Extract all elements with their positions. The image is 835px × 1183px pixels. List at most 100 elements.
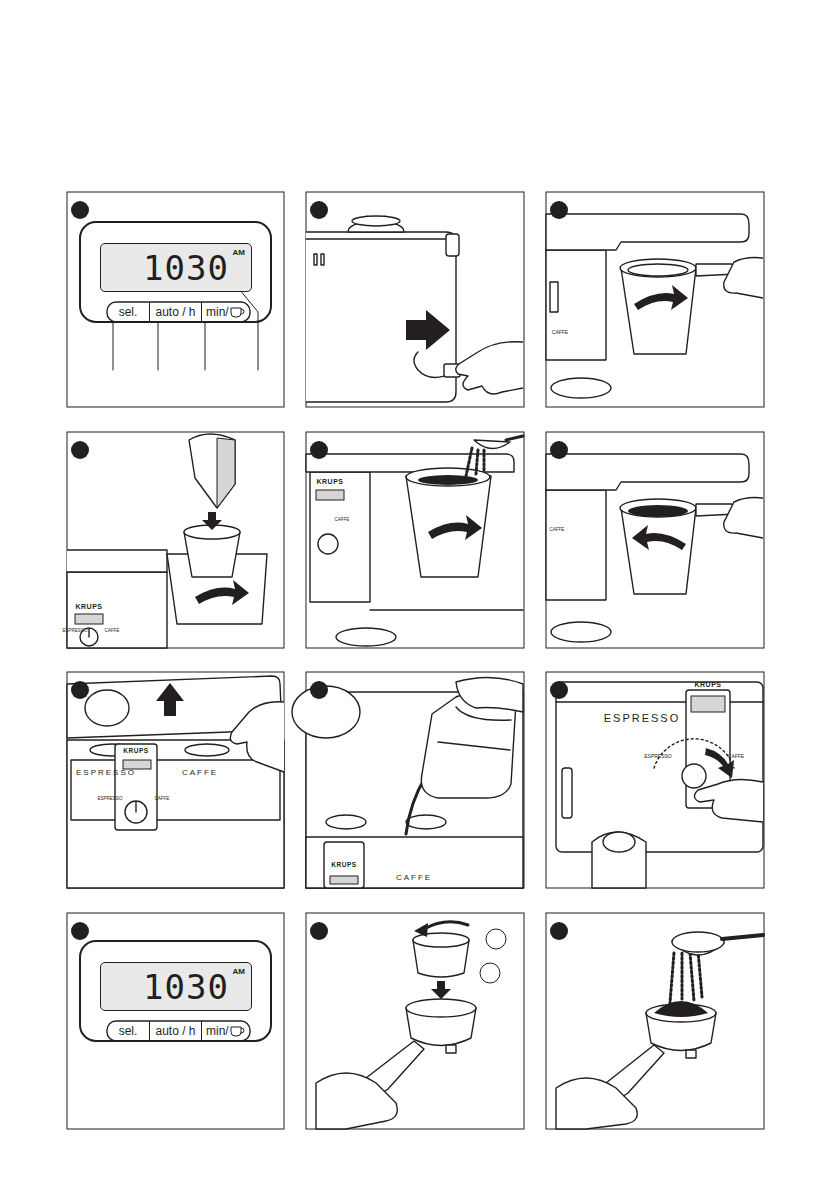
machine-front bbox=[67, 572, 167, 648]
spout bbox=[686, 1050, 696, 1058]
button: sel. bbox=[107, 1021, 150, 1041]
machine-front bbox=[556, 682, 763, 852]
step-circle bbox=[480, 963, 500, 983]
tank-opening bbox=[326, 815, 366, 829]
arrow bbox=[428, 515, 482, 540]
panel-frame bbox=[67, 672, 284, 888]
clock-time: 1030 bbox=[143, 967, 229, 1007]
panel-frame bbox=[546, 672, 764, 888]
printed-label: CAFFE bbox=[552, 330, 568, 335]
step-marker bbox=[71, 201, 89, 219]
insert-rim bbox=[413, 933, 469, 947]
hand bbox=[724, 498, 763, 539]
panel-frame bbox=[306, 192, 524, 407]
button-label: auto / h bbox=[155, 305, 195, 319]
dial-pointer bbox=[88, 629, 89, 637]
display-housing bbox=[80, 222, 271, 322]
spout bbox=[446, 1045, 456, 1053]
arrow bbox=[431, 981, 451, 999]
printed-label: KRUPS bbox=[331, 862, 356, 869]
filter-basket bbox=[406, 476, 491, 577]
panel-3 bbox=[546, 214, 763, 398]
step-marker bbox=[550, 441, 568, 459]
panel-4 bbox=[67, 434, 267, 648]
dial-pointer bbox=[135, 802, 136, 812]
panel-11 bbox=[316, 922, 506, 1129]
button: auto / h bbox=[150, 302, 202, 322]
basket-rim bbox=[620, 499, 696, 517]
hand bbox=[724, 258, 763, 299]
front-panel bbox=[306, 837, 523, 888]
button: auto / h bbox=[150, 1021, 202, 1041]
panel-10 bbox=[80, 941, 271, 1041]
basket-rim bbox=[620, 259, 696, 277]
spout bbox=[603, 832, 635, 852]
selector-dial bbox=[125, 801, 147, 823]
arrow bbox=[632, 525, 686, 550]
cup-icon bbox=[231, 1027, 244, 1036]
arrowhead bbox=[414, 923, 428, 937]
printed-label: ESPRESSO bbox=[76, 769, 136, 777]
button: sel. bbox=[107, 302, 150, 322]
ground-coffee bbox=[628, 505, 688, 517]
button: min/ bbox=[202, 1021, 250, 1041]
button-strip bbox=[107, 302, 250, 322]
machine-head bbox=[546, 454, 749, 490]
selector-dial bbox=[682, 764, 706, 788]
am-indicator: AM bbox=[233, 967, 245, 976]
portafilter-rim bbox=[406, 999, 476, 1017]
button-label: min/ bbox=[206, 1024, 229, 1038]
printed-label: CAFFE bbox=[335, 518, 350, 523]
step-marker bbox=[310, 922, 328, 940]
hand bbox=[456, 677, 523, 712]
filter-basket bbox=[621, 508, 696, 594]
water-level bbox=[438, 742, 510, 750]
lcd-screen: 1030AM bbox=[100, 243, 252, 292]
basket-inner bbox=[628, 264, 688, 276]
control-edge bbox=[550, 282, 558, 312]
machine-body bbox=[546, 490, 606, 600]
button: min/ bbox=[202, 302, 250, 322]
step-marker bbox=[310, 681, 328, 699]
paper-filter bbox=[189, 434, 235, 508]
slot bbox=[321, 254, 324, 265]
panel-7 bbox=[67, 676, 284, 888]
lid-knob-top bbox=[352, 216, 400, 226]
leader-line bbox=[205, 322, 206, 370]
falling-coffee bbox=[690, 953, 694, 1001]
ground-coffee bbox=[418, 475, 478, 485]
falling-coffee bbox=[698, 951, 702, 997]
step-marker bbox=[310, 201, 328, 219]
tank-opening bbox=[406, 815, 446, 829]
machine-body bbox=[67, 740, 284, 888]
carafe-lid bbox=[551, 622, 611, 642]
filter-basket bbox=[621, 268, 696, 354]
printed-label: CAFFE bbox=[105, 629, 120, 634]
button-label: min/ bbox=[206, 305, 229, 319]
water-tank-opening bbox=[185, 744, 229, 756]
hand bbox=[230, 702, 284, 772]
display bbox=[330, 876, 358, 884]
step-marker bbox=[310, 441, 328, 459]
button-label: sel. bbox=[119, 305, 138, 319]
printed-label: KRUPS bbox=[694, 681, 721, 688]
panel-6 bbox=[546, 454, 763, 642]
step-marker bbox=[550, 681, 568, 699]
panel-frame bbox=[306, 913, 524, 1129]
panel-1 bbox=[80, 222, 271, 370]
printed-label: ESPRESSO bbox=[604, 713, 681, 724]
body-line bbox=[556, 701, 763, 702]
hand bbox=[556, 1078, 637, 1129]
base-line bbox=[370, 609, 523, 610]
display bbox=[691, 696, 725, 712]
machine-head bbox=[546, 214, 749, 250]
hand bbox=[456, 342, 523, 394]
printed-label: ESPRESSO bbox=[98, 797, 123, 802]
printed-label: CAFFE bbox=[396, 874, 432, 882]
cup-icon bbox=[231, 308, 244, 317]
measuring-scoop bbox=[474, 440, 510, 449]
falling-coffee bbox=[681, 953, 684, 999]
button-label: auto / h bbox=[155, 1024, 195, 1038]
